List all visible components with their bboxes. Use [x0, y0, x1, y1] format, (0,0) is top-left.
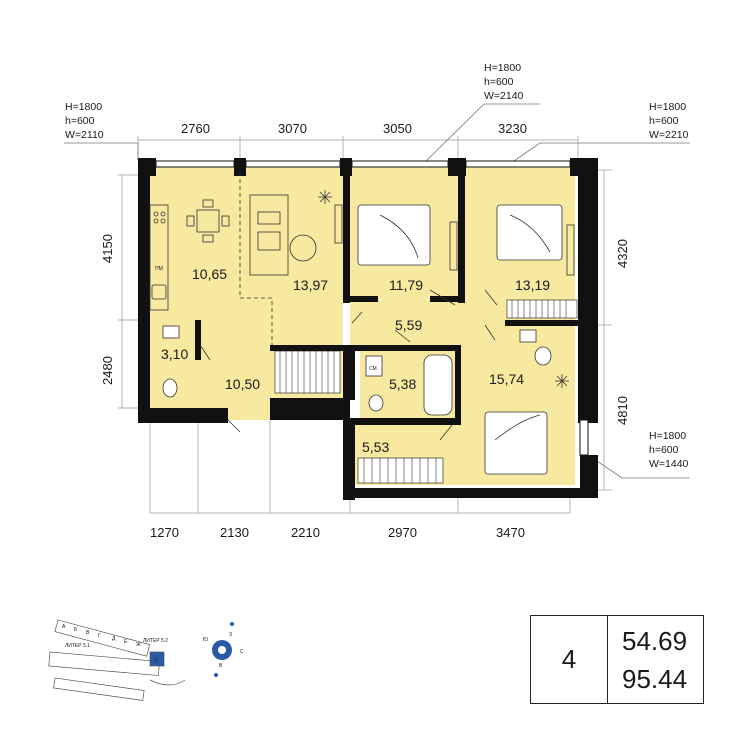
wardrobe	[449, 221, 575, 276]
room-areas: 10,65 13,97 11,79 13,19 3,10 10,50 5,59 …	[161, 266, 550, 455]
location-liter-2: ЛИТЕР 5.2	[143, 638, 168, 644]
section-letter-v: В	[86, 630, 90, 636]
fridge-label: ПМ	[155, 266, 163, 272]
walls	[138, 158, 598, 500]
dim-right-2: 4810	[615, 396, 630, 425]
side-dimension-lines	[118, 169, 612, 491]
dim-top-4: 3230	[498, 121, 527, 136]
wet-rooms	[162, 325, 552, 416]
apartment-summary: 4 54.69 95.44	[530, 615, 704, 704]
window-3-hsill: h=600	[649, 115, 679, 127]
location-highlight: 5	[155, 658, 158, 664]
window-spec-4: H=1800 h=600 W=1440	[649, 430, 689, 470]
window-3-h: H=1800	[649, 101, 686, 113]
room-area-hall: 10,50	[225, 376, 260, 392]
dim-top-2: 3070	[278, 121, 307, 136]
location-liter-1: ЛИТЕР 5.1	[65, 643, 90, 649]
section-letter-g: Г	[98, 633, 101, 639]
window-leaders	[64, 103, 690, 479]
window-1-h: H=1800	[65, 101, 102, 113]
bottom-dimensions: 1270 2130 2210 2970 3470	[150, 525, 525, 540]
living-area: 54.69	[622, 625, 688, 656]
dining-table	[186, 199, 230, 243]
section-letters: А Б В Г Д Е Ж	[62, 624, 141, 648]
section-letter-zh: Ж	[136, 642, 141, 648]
room-area-kitchen: 10,65	[192, 266, 227, 282]
section-letter-b: Б	[74, 627, 78, 633]
kitchen-counter	[149, 204, 169, 311]
compass-icon	[212, 622, 234, 677]
compass-west: З	[229, 632, 232, 638]
dim-bottom-1: 1270	[150, 525, 179, 540]
plant-icon	[318, 190, 569, 388]
window-4-h: H=1800	[649, 430, 686, 442]
dim-bottom-2: 2130	[220, 525, 249, 540]
bed-icon	[357, 204, 563, 475]
coffee-table	[289, 234, 317, 262]
top-dimensions: 2760 3070 3050 3230	[181, 121, 527, 136]
area-values: 54.69 95.44	[608, 616, 703, 703]
room-area-bedroom-2: 13,19	[515, 277, 550, 293]
dim-bottom-4: 2970	[388, 525, 417, 540]
window-spec-2: H=1800 h=600 W=2140	[484, 62, 524, 102]
window-4-w: W=1440	[649, 458, 689, 470]
dim-bottom-5: 3470	[496, 525, 525, 540]
room-area-living: 13,97	[293, 277, 328, 293]
window-2-hsill: h=600	[484, 76, 514, 88]
doors	[199, 289, 498, 441]
rooms-count: 4	[531, 616, 608, 703]
window-4-hsill: h=600	[649, 444, 679, 456]
section-letter-a: А	[62, 624, 66, 630]
right-dimensions: 4320 4810	[615, 239, 630, 425]
window-1-hsill: h=600	[65, 115, 95, 127]
washer-label: СМ	[369, 366, 377, 372]
tv-stand	[334, 204, 343, 244]
room-area-wc: 3,10	[161, 346, 188, 362]
compass-north: С	[240, 649, 244, 655]
window-2-h: H=1800	[484, 62, 521, 74]
windows	[155, 160, 589, 456]
window-2-w: W=2140	[484, 90, 524, 102]
section-letter-e: Е	[124, 639, 128, 645]
window-3-w: W=2210	[649, 129, 689, 141]
left-dimensions: 4150 2480	[100, 234, 115, 385]
room-area-bedroom-1: 11,79	[389, 277, 423, 293]
section-letter-d: Д	[112, 636, 116, 642]
room-area-bathroom: 5,38	[389, 376, 416, 392]
dim-top-1: 2760	[181, 121, 210, 136]
room-area-corridor: 5,59	[395, 317, 422, 333]
compass-east: В	[219, 663, 223, 669]
zone-boundary	[239, 172, 273, 345]
closet-hatching	[279, 300, 567, 483]
room-area-bedroom-3: 15,74	[489, 371, 524, 387]
location-map	[48, 619, 186, 701]
window-1-w: W=2110	[65, 129, 104, 141]
sofa	[249, 194, 289, 276]
room-area-storage: 5,53	[362, 439, 389, 455]
window-spec-3: H=1800 h=600 W=2210	[649, 101, 689, 141]
dim-bottom-3: 2210	[291, 525, 320, 540]
dim-left-2: 2480	[100, 356, 115, 385]
compass-south: Ю	[203, 637, 208, 643]
window-spec-1: H=1800 h=600 W=2110	[65, 101, 104, 141]
total-area: 95.44	[622, 663, 688, 694]
dim-right-1: 4320	[615, 239, 630, 268]
dim-left-1: 4150	[100, 234, 115, 263]
top-dimension-lines	[137, 136, 579, 160]
dim-top-3: 3050	[383, 121, 412, 136]
